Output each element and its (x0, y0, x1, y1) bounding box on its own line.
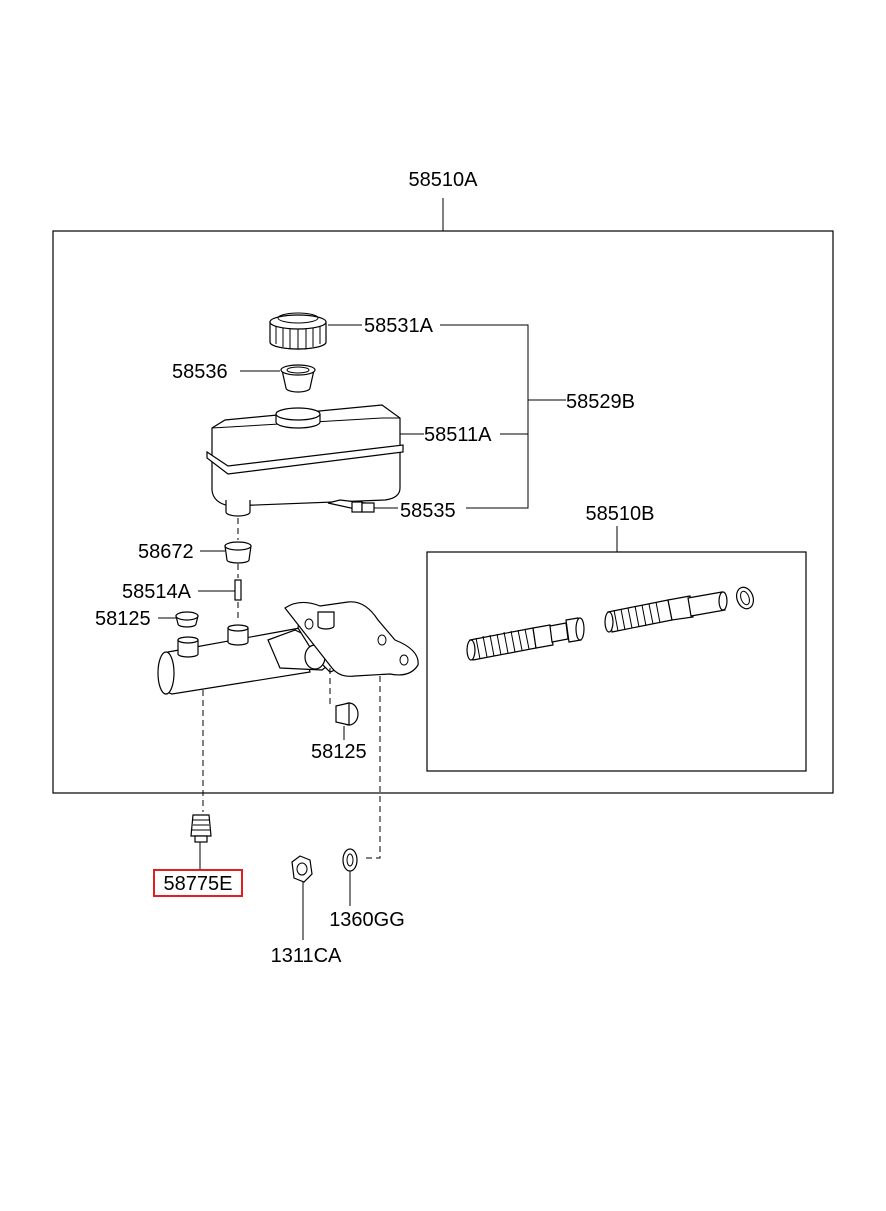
kit-frame (426, 551, 807, 772)
label-1360GG[interactable]: 1360GG (329, 909, 405, 931)
level-sensor[interactable] (351, 501, 375, 513)
label-58775E[interactable]: 58775E (164, 873, 233, 895)
brake-fitting[interactable] (190, 814, 212, 843)
reservoir-grommet[interactable] (224, 541, 252, 564)
label-58529B[interactable]: 58529B (566, 391, 635, 413)
reservoir-strainer[interactable] (280, 364, 316, 393)
master-cylinder[interactable] (157, 601, 419, 695)
plug-lower[interactable] (335, 702, 359, 726)
label-58125-lower[interactable]: 58125 (311, 741, 367, 763)
label-1311CA[interactable]: 1311CA (271, 945, 342, 967)
reservoir-cap[interactable] (269, 312, 327, 350)
label-58531A[interactable]: 58531A (364, 315, 434, 337)
mounting-washer[interactable] (342, 848, 358, 872)
label-58536[interactable]: 58536 (172, 361, 228, 383)
label-58510B[interactable]: 58510B (586, 503, 655, 525)
label-58510A[interactable]: 58510A (409, 169, 479, 191)
reservoir-assy-bracket (440, 324, 529, 509)
secondary-piston[interactable] (604, 591, 728, 633)
mounting-nut[interactable] (291, 855, 313, 883)
highlight-box (153, 869, 243, 897)
label-58511A[interactable]: 58511A (424, 424, 492, 446)
label-58535[interactable]: 58535 (400, 500, 456, 522)
label-58672[interactable]: 58672 (138, 541, 194, 563)
primary-piston[interactable] (466, 617, 585, 661)
retaining-pin[interactable] (234, 579, 242, 601)
label-58125-upper[interactable]: 58125 (95, 608, 151, 630)
plug-upper[interactable] (175, 611, 199, 628)
reservoir-tank[interactable] (206, 404, 404, 517)
piston-seal-ring[interactable] (734, 585, 757, 611)
label-58514A[interactable]: 58514A (122, 581, 192, 603)
